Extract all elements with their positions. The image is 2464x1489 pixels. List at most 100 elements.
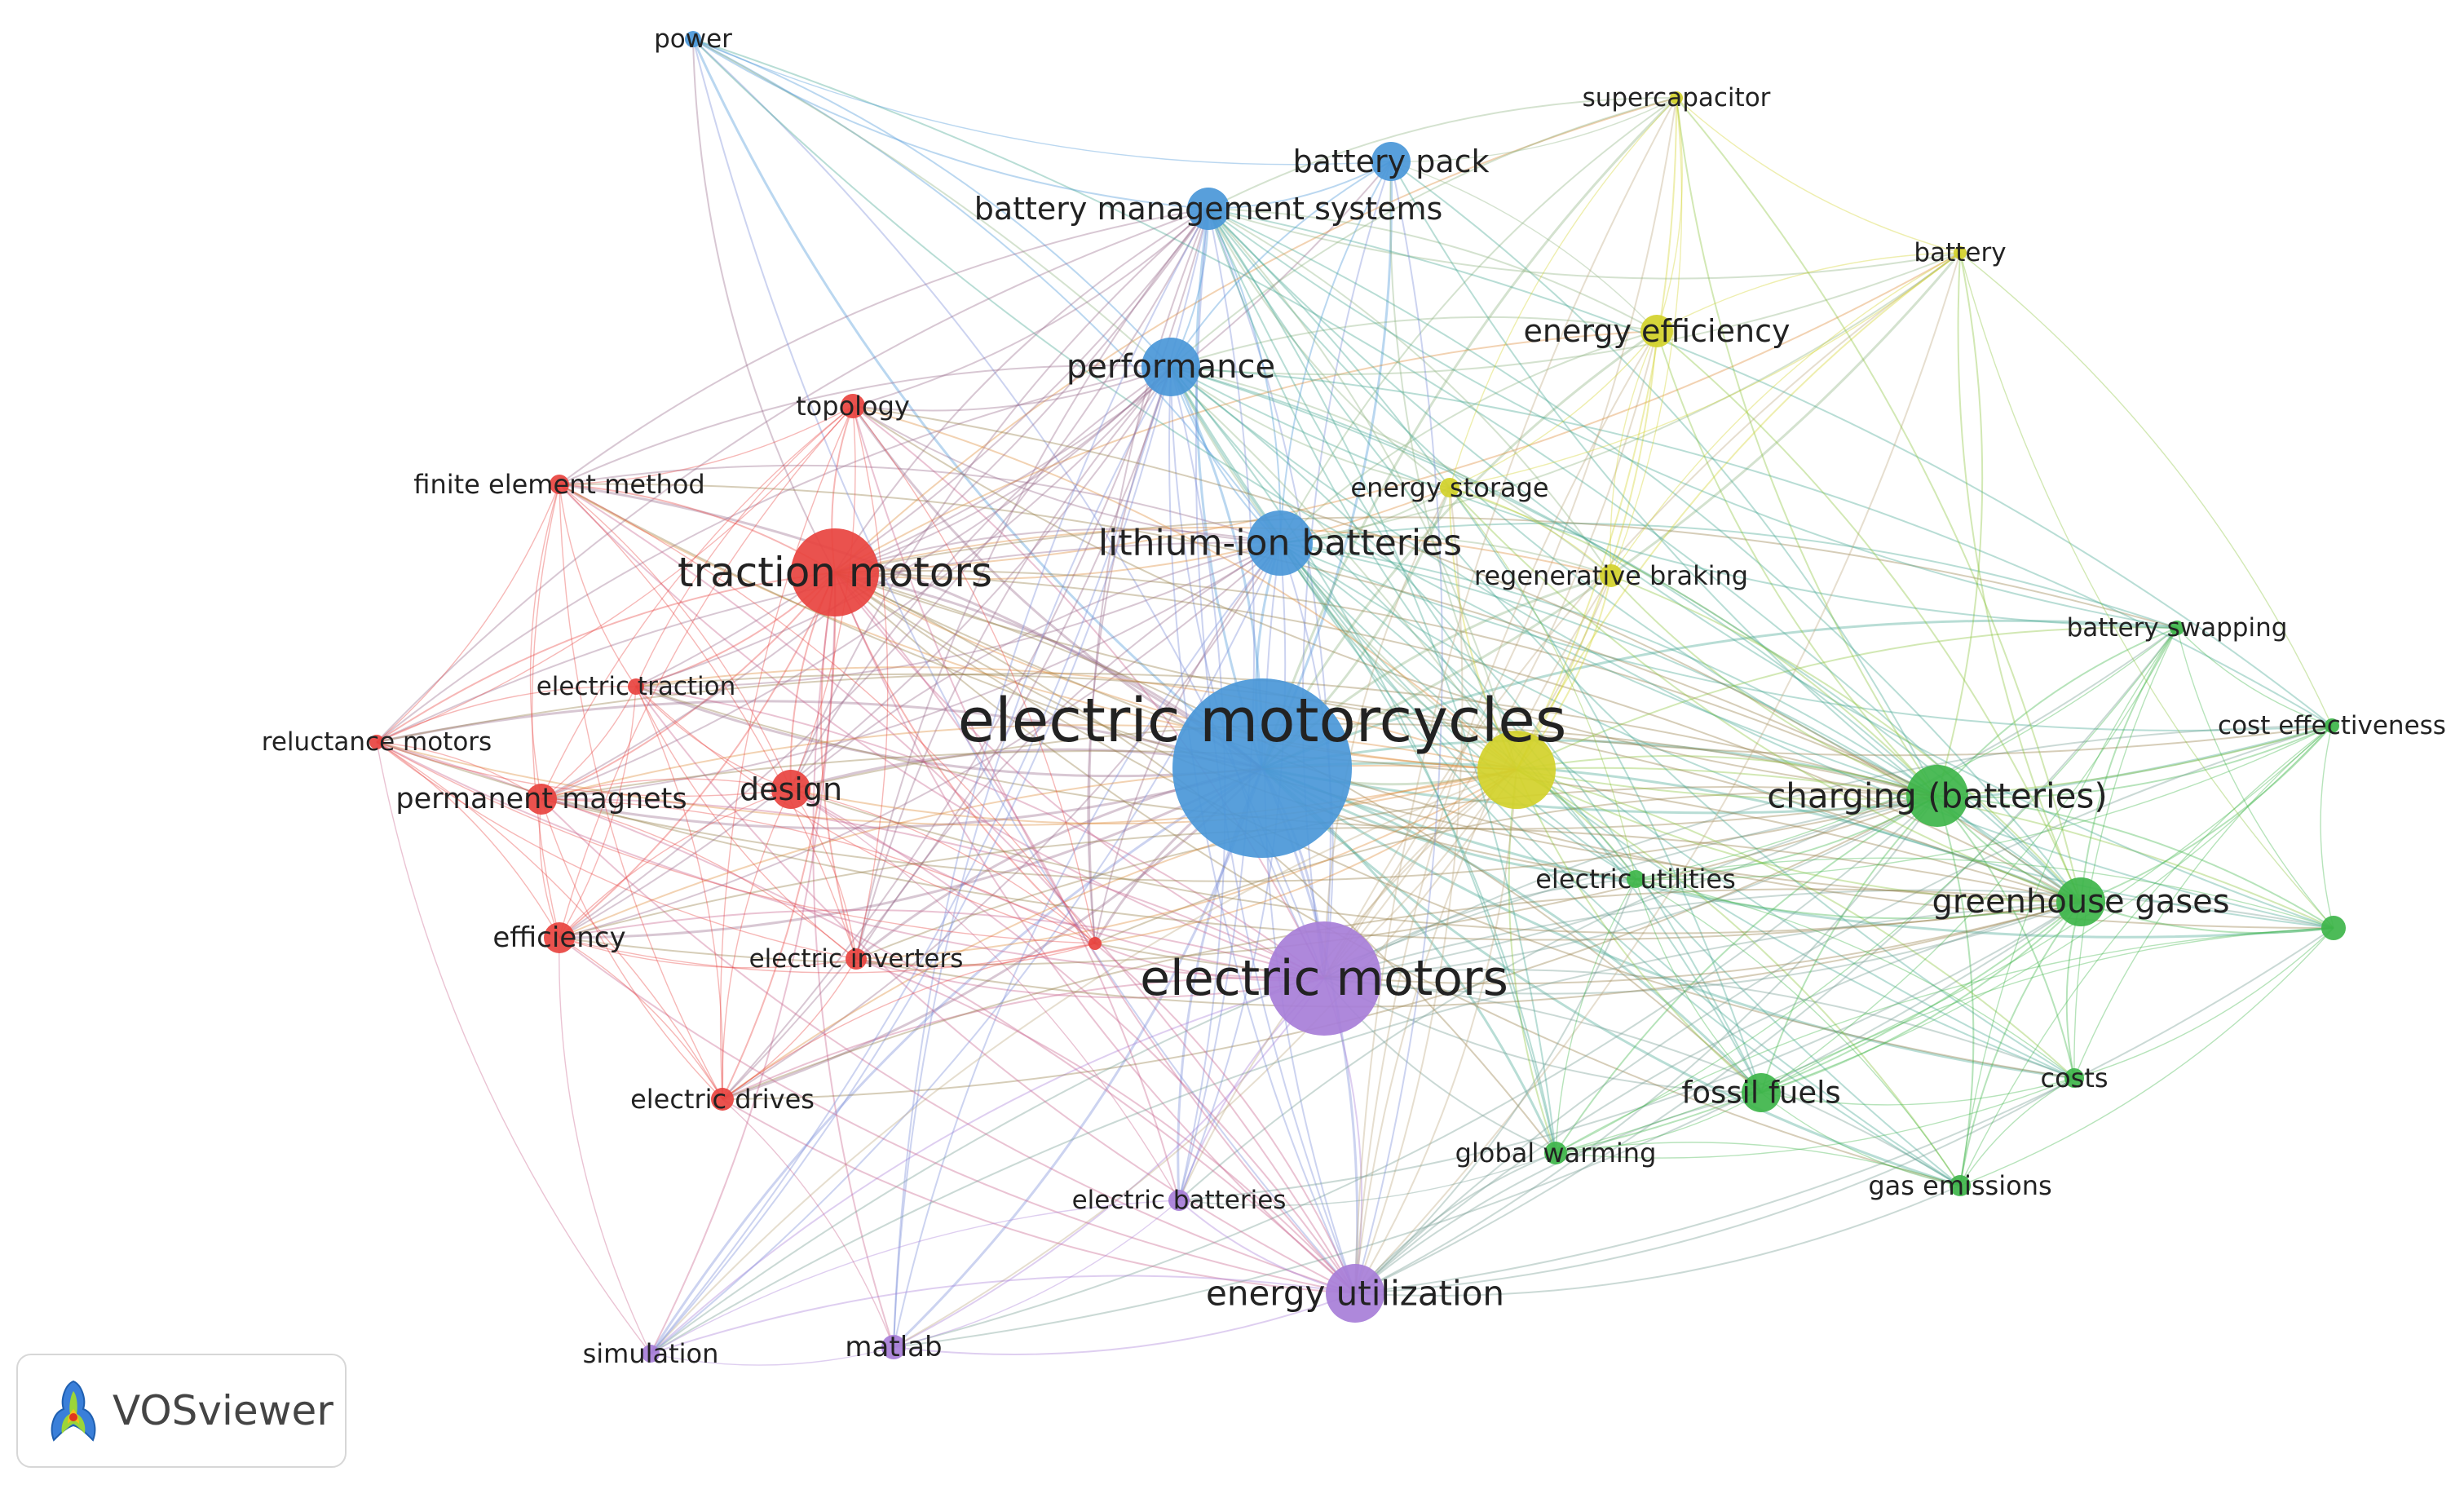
edge-efficiency-electric-drives [559,937,723,1100]
node-finite-element-method[interactable] [550,475,569,494]
node-costs[interactable] [2064,1068,2084,1088]
edge-charging-batteries-electric-utilities [1635,795,1938,880]
edge-lithium-ion-batteries-cost-effectiveness [1279,542,2333,731]
edge-performance-energy-storage [1170,366,1451,488]
edge-yellow-hub-supercapacitor [1516,97,1678,771]
edge-charging-batteries-efficiency [559,795,1938,966]
edge-electric-traction-electric-inverters [635,686,857,960]
node-reluctance-motors[interactable] [369,735,384,749]
edge-greenhouse-gases-battery-swapping [2080,627,2178,903]
node-energy-storage[interactable] [1440,478,1459,497]
edge-permanent-magnets-electric-inverters [541,798,857,960]
node-gas-emissions[interactable] [1950,1175,1971,1196]
edge-electric-motors-supercapacitor [1323,97,1677,979]
node-electric-motors[interactable] [1267,921,1381,1036]
node-electric-utilities[interactable] [1627,870,1645,888]
node-efficiency[interactable] [544,922,575,953]
edge-topology-red-small [852,405,1096,944]
node-electric-traction[interactable] [628,678,644,695]
edge-lithium-ion-batteries-topology [852,405,1281,544]
node-power[interactable] [685,31,701,47]
node-energy-utilization[interactable] [1326,1264,1384,1323]
node-design[interactable] [771,770,810,809]
network-nodes [369,31,2346,1363]
node-label-battery-management-systems: battery management systems [974,191,1443,227]
edge-charging-batteries-battery-pack [1390,161,1938,797]
node-lithium-ion-batteries[interactable] [1247,510,1313,576]
edge-charging-batteries-energy-storage [1449,487,1938,797]
node-green-small[interactable] [2321,916,2346,940]
node-label-gas-emissions: gas emissions [1868,1170,2051,1201]
node-label-simulation: simulation [583,1338,719,1369]
edge-electric-utilities-costs [1635,878,2075,1079]
node-global-warming[interactable] [1544,1142,1567,1164]
edge-battery-management-systems-electric-utilities [1208,208,1636,880]
edge-battery-management-systems-energy-storage [1208,208,1451,488]
node-fossil-fuels[interactable] [1742,1073,1781,1112]
edge-electric-inverters-electric-drives [722,958,857,1100]
edge-energy-storage-regenerative-braking [1449,487,1612,577]
edge-performance-reluctance-motors [376,366,1172,743]
edge-traction-motors-red-small [834,572,1096,944]
edge-battery-management-systems-electric-inverters [855,208,1209,960]
edge-efficiency-electric-inverters [559,937,857,969]
edge-electric-motorcycles-battery-pack [1261,161,1393,769]
edge-yellow-hub-matlab [893,769,1517,1348]
node-greenhouse-gases[interactable] [2056,877,2105,926]
edge-battery-management-systems-design [790,208,1209,790]
edge-performance-cost-effectiveness [1170,366,2333,727]
edge-electric-traction-reluctance-motors [376,686,637,743]
node-label-supercapacitor: supercapacitor [1583,83,1771,113]
vosviewer-logo-text: VOSviewer [113,1387,333,1434]
edge-electric-drives-red-small [722,943,1096,1100]
edge-yellow-hub-electric-traction [635,666,1517,771]
edge-fossil-fuels-global-warming [1555,1092,1762,1154]
edge-electric-utilities-green-small [1635,857,2334,929]
edge-charging-batteries-costs [1936,795,2075,1079]
node-battery-swapping[interactable] [2170,621,2184,635]
edge-yellow-hub-efficiency [559,764,1517,939]
node-traction-motors[interactable] [791,528,879,616]
node-topology[interactable] [841,394,865,418]
edge-lithium-ion-batteries-electric-traction [635,542,1281,688]
node-battery-management-systems[interactable] [1187,188,1230,230]
edge-yellow-hub-battery-management-systems [1208,208,1517,771]
node-simulation[interactable] [642,1345,660,1363]
node-label-power: power [654,24,732,54]
node-regenerative-braking[interactable] [1600,564,1623,587]
edge-electric-motors-energy-storage [1323,487,1451,979]
edge-topology-efficiency [559,405,854,939]
edge-performance-power [692,38,1172,368]
node-performance[interactable] [1141,338,1200,396]
node-red-small[interactable] [1088,937,1102,950]
edge-greenhouse-gases-matlab [893,901,2082,1348]
node-battery[interactable] [1954,246,1967,259]
node-label-regenerative-braking: regenerative braking [1474,560,1748,591]
edge-battery-pack-supercapacitor [1390,97,1677,162]
edge-greenhouse-gases-design [790,789,2082,934]
edge-green-small-gas-emissions [1959,927,2334,1186]
edge-electric-motors-topology [852,405,1325,979]
edge-electric-motors-costs [1323,968,2075,1079]
node-electric-drives[interactable] [711,1088,734,1111]
edge-electric-motorcycles-supercapacitor [1261,96,1678,769]
node-electric-batteries[interactable] [1168,1190,1190,1211]
node-yellow-hub[interactable] [1477,731,1556,809]
node-matlab[interactable] [881,1335,906,1359]
node-label-performance: performance [1066,348,1275,386]
edge-charging-batteries-yellow-hub [1516,755,1938,797]
node-supercapacitor[interactable] [1670,91,1683,104]
node-battery-pack[interactable] [1371,142,1411,181]
edge-electric-traction-design [635,686,792,790]
edge-energy-utilization-global-warming [1354,1152,1557,1294]
node-permanent-magnets[interactable] [526,784,557,815]
node-cost-effectiveness[interactable] [2325,718,2339,733]
node-electric-inverters[interactable] [846,948,867,970]
node-label-global-warming: global warming [1455,1138,1657,1169]
node-charging-batteries[interactable] [1906,765,1968,827]
edge-greenhouse-gases-energy-efficiency [1656,330,2082,903]
node-electric-motorcycles[interactable] [1172,678,1352,858]
edge-traction-motors-costs [834,572,2075,1079]
node-energy-efficiency[interactable] [1640,315,1673,347]
edge-electric-motors-gas-emissions [1323,978,1961,1186]
